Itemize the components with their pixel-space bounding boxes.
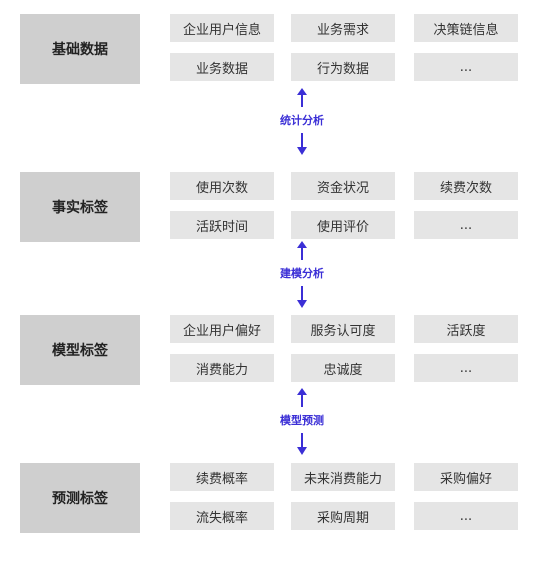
- section-label-fact-tags: 事实标签: [20, 172, 140, 242]
- section-label-model-tags: 模型标签: [20, 315, 140, 385]
- connector-model-prediction: 模型预测: [270, 387, 334, 457]
- cell-active-time: 活跃时间: [170, 211, 274, 239]
- cell-business-needs: 业务需求: [291, 14, 395, 42]
- cell-activity-level: 活跃度: [414, 315, 518, 343]
- section-prediction-tags: 预测标签 续费概率 未来消费能力 采购偏好 流失概率 采购周期 ...: [0, 463, 549, 535]
- section-basic-data: 基础数据 企业用户信息 业务需求 决策链信息 业务数据 行为数据 ...: [0, 14, 549, 86]
- cell-renewal-count: 续费次数: [414, 172, 518, 200]
- cell-consumption-ability: 消费能力: [170, 354, 274, 382]
- cell-usage-rating: 使用评价: [291, 211, 395, 239]
- cell-behavior-data: 行为数据: [291, 53, 395, 81]
- connector-modeling-analysis: 建模分析: [270, 240, 334, 310]
- cell-renewal-probability: 续费概率: [170, 463, 274, 491]
- connector-statistical-analysis: 统计分析: [270, 87, 334, 157]
- cell-ellipsis: ...: [414, 502, 518, 530]
- cell-usage-count: 使用次数: [170, 172, 274, 200]
- connector-label: 建模分析: [270, 267, 334, 281]
- arrows-icon: [297, 388, 307, 455]
- section-fact-tags: 事实标签 使用次数 资金状况 续费次数 活跃时间 使用评价 ...: [0, 172, 549, 244]
- cell-future-consumption-ability: 未来消费能力: [291, 463, 395, 491]
- arrows-icon: [297, 88, 307, 155]
- connector-label: 统计分析: [270, 114, 334, 128]
- arrows-icon: [297, 241, 307, 308]
- cell-loyalty: 忠诚度: [291, 354, 395, 382]
- cell-business-data: 业务数据: [170, 53, 274, 81]
- connector-label: 模型预测: [270, 414, 334, 428]
- cell-enterprise-user-info: 企业用户信息: [170, 14, 274, 42]
- cell-ellipsis: ...: [414, 354, 518, 382]
- cell-ellipsis: ...: [414, 53, 518, 81]
- cell-purchase-cycle: 采购周期: [291, 502, 395, 530]
- cell-ellipsis: ...: [414, 211, 518, 239]
- section-label-basic-data: 基础数据: [20, 14, 140, 84]
- section-model-tags: 模型标签 企业用户偏好 服务认可度 活跃度 消费能力 忠诚度 ...: [0, 315, 549, 387]
- cell-service-recognition: 服务认可度: [291, 315, 395, 343]
- cell-decision-chain-info: 决策链信息: [414, 14, 518, 42]
- cell-fund-status: 资金状况: [291, 172, 395, 200]
- cell-enterprise-user-preference: 企业用户偏好: [170, 315, 274, 343]
- cell-purchase-preference: 采购偏好: [414, 463, 518, 491]
- cell-churn-probability: 流失概率: [170, 502, 274, 530]
- section-label-prediction-tags: 预测标签: [20, 463, 140, 533]
